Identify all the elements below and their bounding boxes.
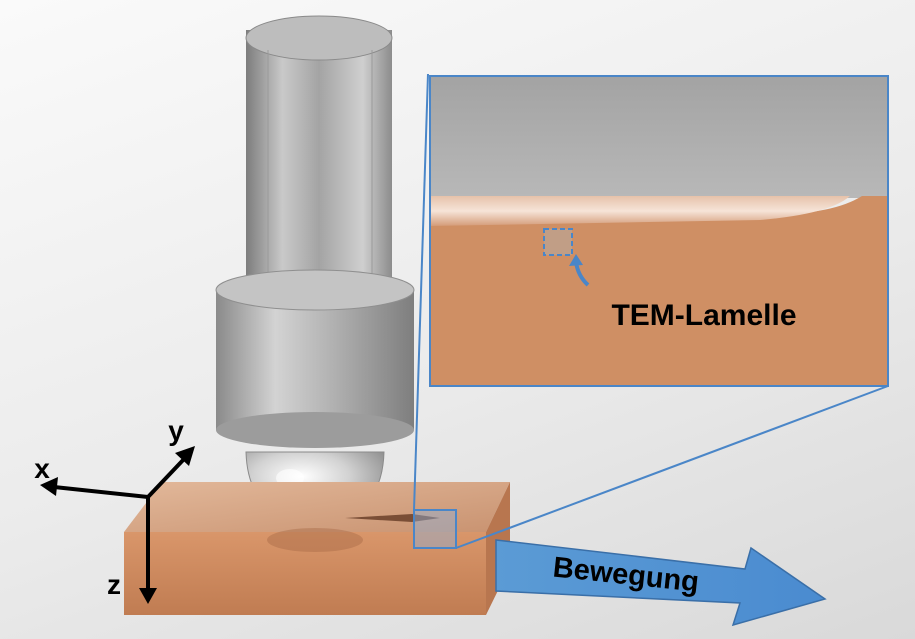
y-axis-arrowhead [175,446,195,466]
zoom-connector-bottom [455,385,889,549]
x-axis-line [53,485,149,499]
y-axis-label: y [168,415,184,446]
y-axis-line [146,456,187,499]
cross-section-inset: TEM-Lamelle [429,75,889,387]
weld-groove [345,514,440,522]
tem-pointer-arrowhead [569,254,583,266]
tool-shaft [246,30,392,292]
tem-lamelle-marker [543,228,573,256]
inset-gray-region [430,76,888,198]
coordinate-axes: x y z [34,415,195,604]
z-axis-label: z [107,569,121,600]
friction-stir-tool [215,15,415,523]
zoom-connector-top [413,73,429,511]
tem-lamelle-label: TEM-Lamelle [611,299,796,332]
block-front-face [124,532,486,615]
bewegung-arrow-shape [495,539,827,627]
inset-frame [429,75,889,387]
x-axis-label: x [34,453,50,484]
tool-collar-bottom [216,412,414,448]
zoom-region-marker [413,509,457,549]
inset-weld-band [430,196,850,226]
tool-collar-top [215,269,415,311]
ball-reflection [267,528,363,552]
x-axis-arrowhead [40,477,58,496]
tool-collar [216,290,414,430]
z-axis-arrowhead [139,588,157,604]
movement-arrow: Bewegung [495,539,827,627]
tool-shaft-top [245,15,393,61]
